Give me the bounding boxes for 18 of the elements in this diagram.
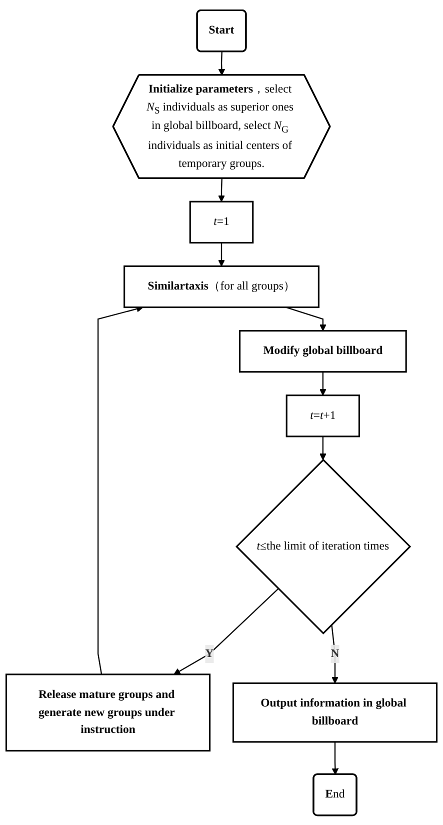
node-box: Release mature groups and generate new groups under instruction (5, 673, 211, 752)
node-box: t=t+1 (286, 394, 360, 437)
edge-label: Y (205, 647, 214, 660)
arrow (331, 624, 338, 684)
arrow (174, 588, 279, 674)
arrow (319, 436, 326, 460)
node-box: t=1 (189, 200, 254, 244)
arrow (319, 372, 326, 396)
edge-label: N (330, 647, 340, 660)
arrow (332, 742, 339, 775)
arrow (286, 306, 326, 331)
arrow (218, 178, 225, 202)
arrow (218, 51, 226, 76)
node-box: Modify global billboard (238, 330, 407, 372)
node-box: Output information in global billboard (232, 682, 438, 742)
arrow (218, 242, 225, 266)
node-diamond: t≤the limit of iteration times (236, 458, 412, 634)
node-box: Similartaxis（for all groups） (124, 265, 320, 308)
